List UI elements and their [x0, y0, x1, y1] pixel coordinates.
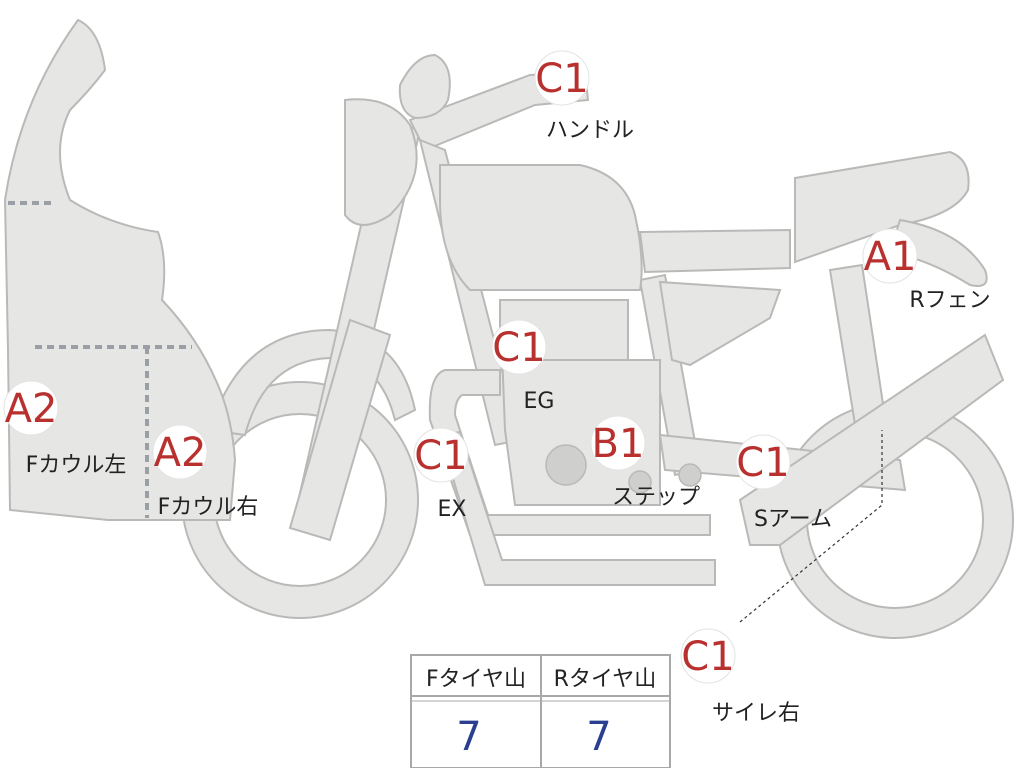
marker-handle: C1 ハンドル	[534, 50, 634, 143]
grade-code: C1	[736, 440, 789, 486]
front-cowl	[3, 18, 237, 521]
grade-badge	[680, 628, 736, 684]
grade-code: A2	[5, 386, 58, 432]
footpeg-right	[678, 463, 702, 487]
part-label: Rフェン	[909, 288, 990, 313]
part-label: EX	[438, 497, 467, 522]
mirror	[398, 53, 451, 120]
grade-badge	[3, 380, 59, 436]
footpeg-left	[628, 470, 652, 494]
motorcycle-silhouette	[3, 18, 1014, 639]
grade-badge	[735, 434, 791, 490]
part-label: Fカウル左	[26, 453, 127, 478]
grade-badge	[534, 50, 590, 106]
marker-step: B1 ステップ	[590, 415, 700, 510]
grade-code: C1	[492, 325, 545, 371]
part-label: EG	[524, 389, 555, 414]
muffler	[738, 333, 1005, 546]
exhaust-pipe-lower	[438, 430, 716, 586]
tire-tread-table: Fタイヤ山 Rタイヤ山 7 7	[410, 654, 671, 768]
front-tire-value: 7	[456, 714, 481, 760]
rear-tire-header: Rタイヤ山	[554, 667, 657, 692]
grade-badge	[491, 319, 547, 375]
front-tire-header: Fタイヤ山	[426, 667, 526, 692]
fork-lower	[288, 318, 392, 542]
grade-code: C1	[535, 56, 588, 102]
seat-front	[638, 228, 791, 274]
part-label: Fカウル右	[158, 495, 259, 520]
grade-code: A2	[154, 430, 207, 476]
side-cover	[658, 280, 782, 367]
rear-tire-value: 7	[586, 714, 611, 760]
engine-cover	[545, 444, 587, 486]
grade-code: A1	[864, 234, 917, 280]
part-label: サイレ右	[712, 701, 800, 726]
grade-badge	[413, 427, 469, 483]
muffler-leader-line	[739, 430, 883, 623]
grade-badge	[590, 415, 646, 471]
rear-fender-tail	[888, 218, 988, 287]
grade-code: B1	[592, 421, 645, 467]
grade-badge	[862, 228, 918, 284]
part-label: ハンドル	[546, 118, 634, 143]
part-label: Sアーム	[754, 507, 832, 532]
headlight	[344, 98, 418, 226]
grade-code: C1	[414, 433, 467, 479]
part-label: ステップ	[612, 485, 700, 510]
fuel-tank	[439, 164, 643, 291]
grade-badge	[152, 424, 208, 480]
grade-code: C1	[681, 634, 734, 680]
marker-muffler-right: C1 サイレ右	[680, 628, 800, 726]
